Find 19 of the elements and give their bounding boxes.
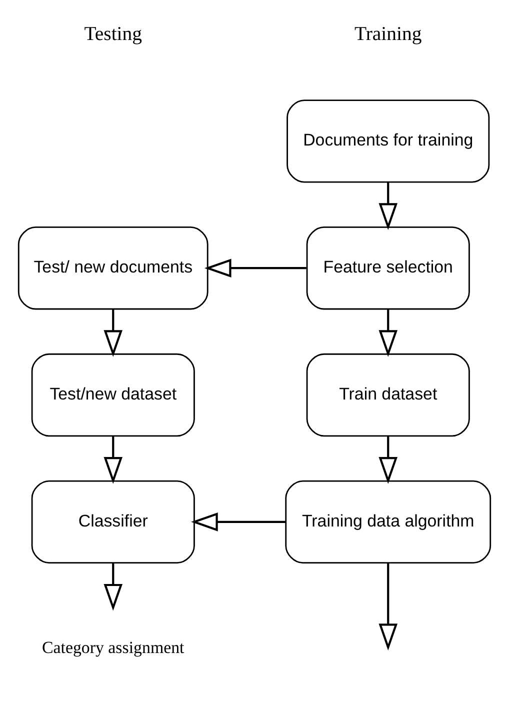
- arrow: [104, 563, 123, 611]
- arrow: [378, 563, 398, 650]
- arrow: [378, 436, 398, 484]
- node-box: Feature selection: [306, 226, 470, 310]
- label: Training: [354, 22, 422, 45]
- node-box: Training data algorithm: [285, 480, 492, 564]
- node-box: Test/new dataset: [31, 353, 195, 437]
- label: Testing: [84, 22, 142, 45]
- node-box: Train dataset: [306, 353, 470, 437]
- arrow: [104, 309, 123, 357]
- node-box: Documents for training: [286, 100, 490, 183]
- arrow: [378, 309, 398, 357]
- node-text: Category assignment: [42, 638, 184, 658]
- node-box: Test/ new documents: [18, 226, 208, 310]
- arrow: [104, 436, 123, 484]
- node-box: Classifier: [31, 480, 195, 564]
- arrow: [191, 512, 286, 532]
- arrow: [378, 182, 398, 230]
- arrow: [204, 258, 306, 278]
